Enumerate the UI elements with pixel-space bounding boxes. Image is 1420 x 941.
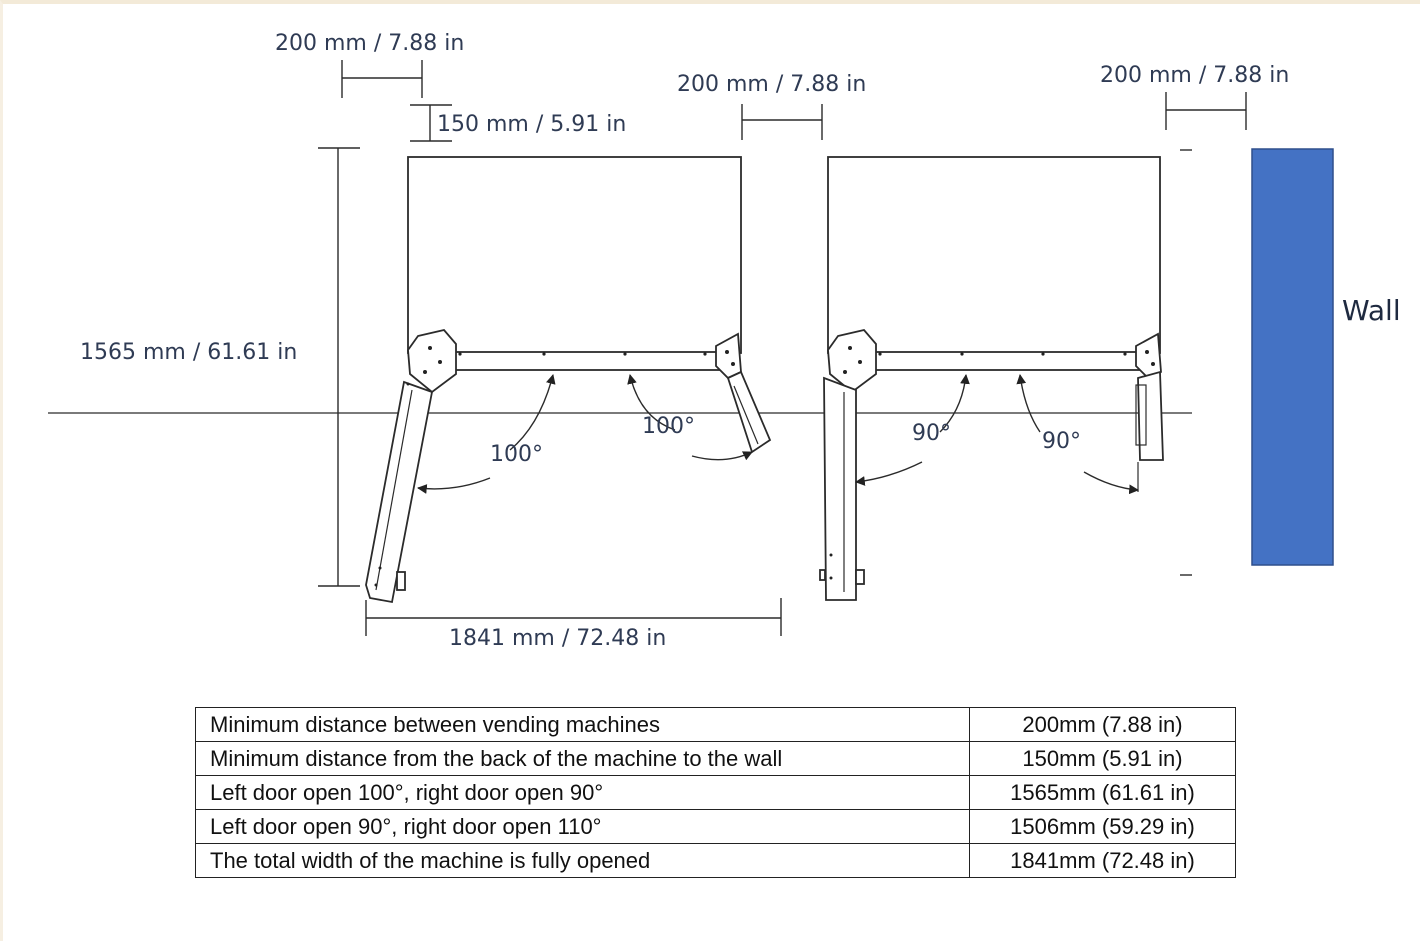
row-value: 1841mm (72.48 in): [969, 843, 1236, 878]
right-machine-cabinet: [827, 156, 1161, 354]
table-row: Minimum distance between vending machine…: [195, 707, 1236, 742]
row-value: 150mm (5.91 in): [969, 741, 1236, 776]
wall-block: [1251, 148, 1334, 566]
dimension-gap-right: 200 mm / 7.88 in: [1100, 63, 1289, 576]
right-machine: 90° 90°: [819, 156, 1164, 601]
dimension-gap-middle: 200 mm / 7.88 in: [677, 72, 866, 140]
angle-label-left-left-door: 100°: [490, 442, 543, 467]
angle-label-left-right-door: 100°: [642, 414, 695, 439]
row-value: 1506mm (59.29 in): [969, 809, 1236, 844]
left-machine: 100° 100°: [365, 156, 772, 604]
dimension-depth: 1565 mm / 61.61 in: [80, 147, 360, 587]
clearance-diagram: 100° 100° 90° 90°: [48, 31, 1401, 651]
dimension-total-width: 1841 mm / 72.48 in: [365, 598, 782, 651]
left-machine-cabinet: [407, 156, 742, 354]
angle-label-right-left-door: 90°: [912, 421, 951, 446]
svg-text:1565 mm / 61.61 in: 1565 mm / 61.61 in: [80, 340, 297, 365]
row-label: Left door open 100°, right door open 90°: [195, 775, 970, 810]
table-row: Left door open 100°, right door open 90°…: [195, 775, 1236, 810]
right-machine-left-door: [823, 376, 857, 601]
svg-text:200 mm / 7.88 in: 200 mm / 7.88 in: [275, 31, 464, 56]
right-machine-right-door: [1137, 370, 1164, 461]
left-machine-left-door-handle: [396, 571, 406, 591]
row-label: Minimum distance from the back of the ma…: [195, 741, 970, 776]
row-label: Minimum distance between vending machine…: [195, 707, 970, 742]
right-machine-left-door-handle: [855, 569, 865, 585]
row-value: 1565mm (61.61 in): [969, 775, 1236, 810]
table-row: The total width of the machine is fully …: [195, 843, 1236, 878]
row-value: 200mm (7.88 in): [969, 707, 1236, 742]
right-machine-front-bar: [859, 351, 1141, 371]
left-machine-left-door: [365, 380, 434, 604]
dimension-back-clearance: 150 mm / 5.91 in: [410, 104, 626, 142]
row-label: The total width of the machine is fully …: [195, 843, 970, 878]
left-machine-right-door: [726, 370, 772, 454]
row-label: Left door open 90°, right door open 110°: [195, 809, 970, 844]
angle-label-right-right-door: 90°: [1042, 429, 1081, 454]
clearance-spec-table: Minimum distance between vending machine…: [195, 707, 1236, 878]
svg-text:200 mm / 7.88 in: 200 mm / 7.88 in: [1100, 63, 1289, 88]
left-machine-front-bar: [439, 351, 721, 371]
table-row: Left door open 90°, right door open 110°…: [195, 809, 1236, 844]
left-machine-left-hinge: [407, 329, 457, 394]
svg-text:150 mm / 5.91 in: 150 mm / 5.91 in: [437, 112, 626, 137]
svg-text:1841 mm / 72.48 in: 1841 mm / 72.48 in: [449, 626, 666, 651]
table-row: Minimum distance from the back of the ma…: [195, 741, 1236, 776]
svg-text:200 mm / 7.88 in: 200 mm / 7.88 in: [677, 72, 866, 97]
dimension-gap-left: 200 mm / 7.88 in: [275, 31, 464, 98]
right-machine-left-hinge: [827, 329, 877, 394]
wall-label: Wall: [1342, 294, 1401, 327]
